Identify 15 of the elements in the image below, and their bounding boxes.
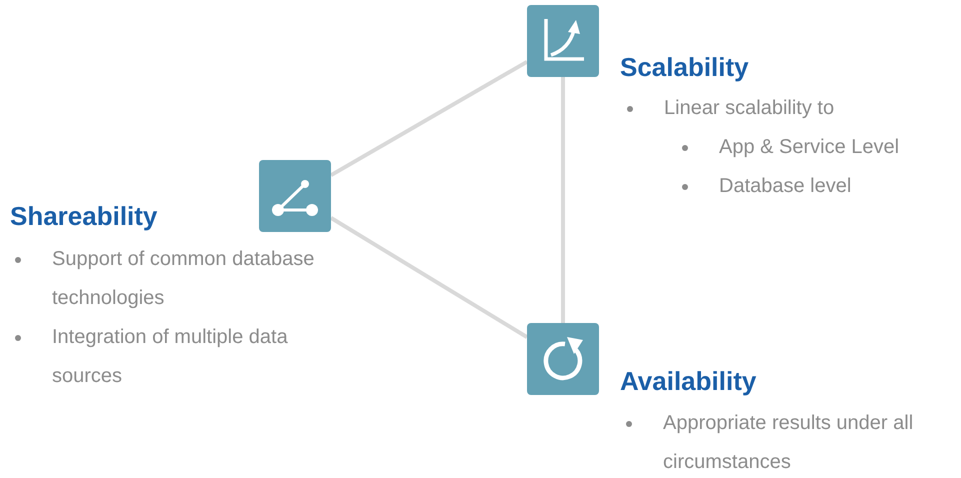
bullet-text: Linear scalability to xyxy=(664,96,836,121)
icon-tile xyxy=(527,323,599,395)
icon-tile xyxy=(259,160,331,232)
connector-line xyxy=(330,216,528,339)
icon-tile xyxy=(527,5,599,77)
connector-line xyxy=(330,60,528,177)
section-heading: Shareability xyxy=(10,200,158,232)
bullet-text: Appropriate results under all circumstances xyxy=(663,411,914,475)
section-heading: Scalability xyxy=(620,51,749,83)
bullet-text: Database level xyxy=(719,174,852,199)
bullet-text: App & Service Level xyxy=(719,135,900,160)
connector-line xyxy=(561,77,565,323)
section-heading: Availability xyxy=(620,365,756,397)
bullet-text: Support of common database technologies xyxy=(52,247,316,311)
bullet-text: Integration of multiple data sources xyxy=(52,325,289,389)
